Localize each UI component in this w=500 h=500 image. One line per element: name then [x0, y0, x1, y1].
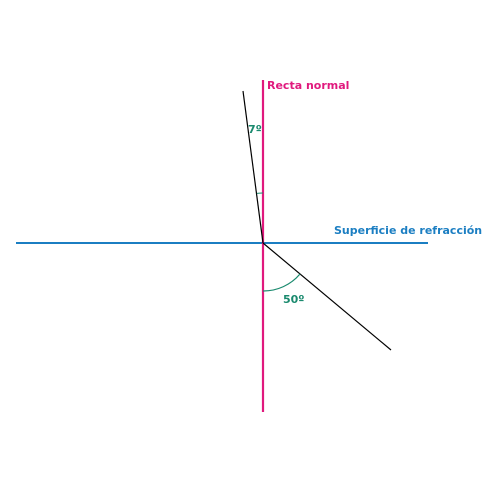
normal-line-label: Recta normal: [267, 79, 349, 92]
refracted-angle-arc: [262, 273, 301, 292]
refracted-angle-label: 50º: [283, 293, 305, 306]
incident-angle-label: 7º: [248, 123, 262, 136]
refracted-ray: [262, 242, 392, 351]
incident-ray: [242, 90, 264, 244]
refraction-surface-label: Superficie de refracción: [334, 224, 482, 237]
